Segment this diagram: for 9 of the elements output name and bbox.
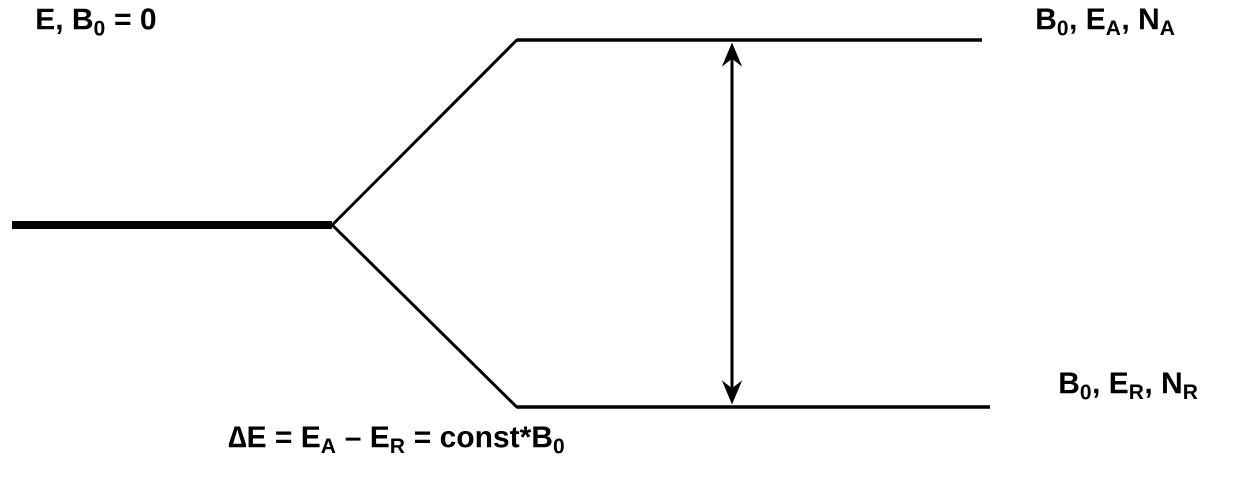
level-label: B$_{0}$, E$_{A}$, N$_{A}$ <box>1037 8 1175 36</box>
energy-level <box>12 221 332 229</box>
energy-level <box>517 405 990 409</box>
level-label: E, B$_{0}$ = 0 <box>37 8 156 36</box>
formula-text: ∆E = E$_{A}$ – E$_{R}$ = const*B$_{0}$ <box>228 426 564 454</box>
level-label: B$_{0}$, E$_{R}$, N$_{R}$ <box>1060 372 1198 400</box>
connector-line <box>330 223 519 409</box>
connector-line <box>330 38 519 227</box>
energy-level <box>517 38 982 42</box>
